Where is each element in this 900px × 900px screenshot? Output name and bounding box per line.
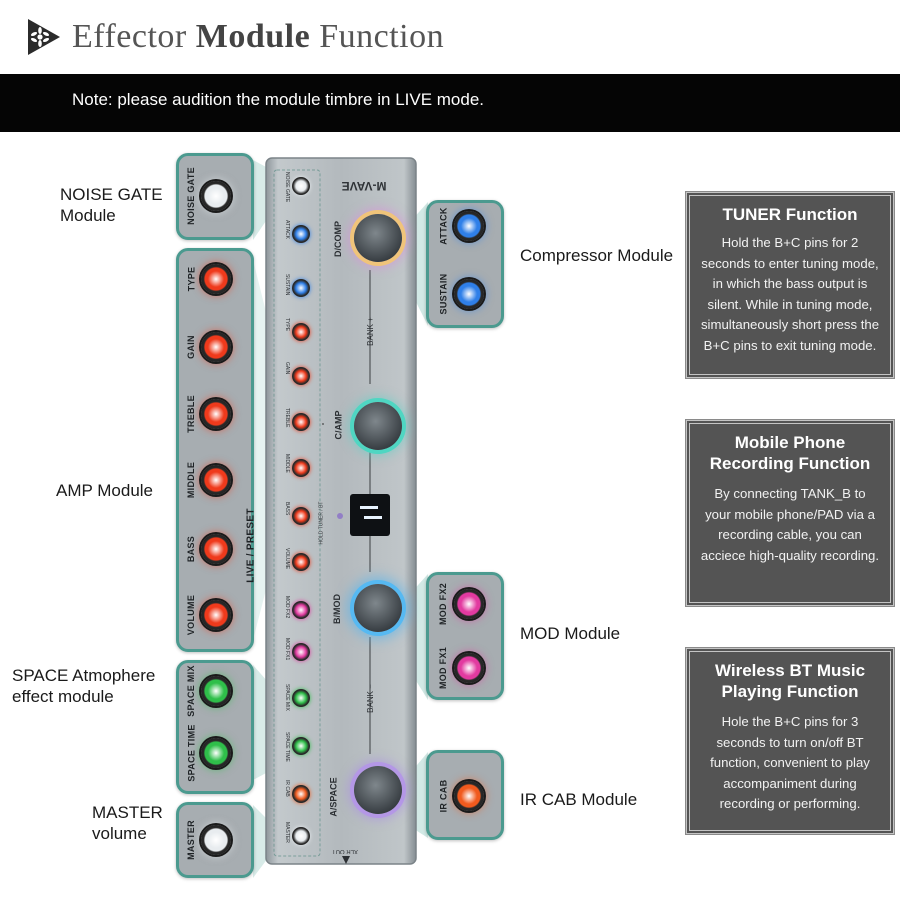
noise-gate-knob[interactable] bbox=[201, 181, 231, 211]
gain-knob[interactable] bbox=[201, 332, 231, 362]
mod-fx2-knob-label: MOD FX2 bbox=[438, 582, 449, 626]
pedal-attack-knob[interactable] bbox=[292, 225, 310, 243]
pedal-mod-fx1-label: MOD FX1 bbox=[284, 638, 290, 661]
master-knob-label: MASTER bbox=[185, 820, 196, 860]
tuner-info-body: Hold the B+C pins for 2 seconds to enter… bbox=[700, 235, 880, 353]
xlr-out-label: XLR OUT bbox=[332, 848, 359, 854]
mod-fx2-knob[interactable] bbox=[454, 589, 484, 619]
pedal-master-label: MASTER bbox=[284, 822, 290, 843]
middle-knob[interactable] bbox=[201, 465, 231, 495]
type-knob-label: TYPE bbox=[185, 266, 196, 292]
pedal-mod-fx2-label: MOD FX2 bbox=[284, 596, 290, 619]
bt-info-box: Wireless BT Music Playing Function Hole … bbox=[685, 647, 895, 835]
pedal-space-time-label: SPACE TIME bbox=[284, 732, 290, 762]
pedal-ir-cab-knob[interactable] bbox=[292, 785, 310, 803]
footswitch-c-amp[interactable] bbox=[354, 402, 402, 450]
space-mix-knob[interactable] bbox=[201, 676, 231, 706]
note-bar bbox=[0, 74, 900, 132]
bank-up-label: BANK + bbox=[365, 317, 375, 346]
space-panel bbox=[176, 660, 254, 794]
bank-down-label: BANK − bbox=[365, 684, 375, 713]
pedal-body: M-VAVE D/COMP C/AMP B/MOD A/SPACE BANK +… bbox=[262, 152, 430, 874]
pedal-middle-label: MIDDLE bbox=[284, 454, 290, 473]
pedal-mod-fx2-knob[interactable] bbox=[292, 601, 310, 619]
pedal-volume-label: VOLUME bbox=[284, 548, 290, 570]
bass-knob-label: BASS bbox=[186, 535, 197, 563]
pedal-sustain-knob[interactable] bbox=[292, 279, 310, 297]
footswitch-a-space[interactable] bbox=[354, 766, 402, 814]
mod-fx1-knob[interactable] bbox=[454, 653, 484, 683]
footswitch-b-mod[interactable] bbox=[354, 584, 402, 632]
footswitch-label-c-amp: C/AMP bbox=[333, 410, 344, 440]
pedal-bass-label: BASS bbox=[284, 502, 290, 516]
pedal-space-mix-knob[interactable] bbox=[292, 689, 310, 707]
note-text: Note: please audition the module timbre … bbox=[72, 90, 485, 109]
led-display-icon bbox=[350, 494, 390, 536]
volume-knob[interactable] bbox=[201, 600, 231, 630]
master-knob[interactable] bbox=[201, 825, 231, 855]
sustain-knob[interactable] bbox=[454, 279, 484, 309]
pedal-ir-cab-label: IR CAB bbox=[284, 780, 290, 797]
treble-knob[interactable] bbox=[201, 399, 231, 429]
pedal-treble-label: TREBLE bbox=[284, 408, 290, 428]
compressor-module-label: Compressor Module bbox=[520, 246, 674, 265]
space-time-knob-label: SPACE TIME bbox=[186, 724, 197, 782]
pedal-bass-knob[interactable] bbox=[292, 507, 310, 525]
brand-text: M-VAVE bbox=[342, 179, 387, 193]
tuner-info-box: TUNER Function Hold the B+C pins for 2 s… bbox=[685, 191, 895, 379]
middle-knob-label: MIDDLE bbox=[186, 461, 197, 499]
type-knob[interactable] bbox=[201, 264, 231, 294]
footswitch-label-a-space: A/SPACE bbox=[328, 777, 339, 817]
sustain-knob-label: SUSTAIN bbox=[437, 273, 448, 315]
footswitch-label-d-comp: D/COMP bbox=[333, 221, 343, 257]
logo-icon bbox=[28, 19, 60, 55]
pedal-type-knob[interactable] bbox=[292, 323, 310, 341]
pedal-noise-gate-label: NOISE GATE bbox=[284, 172, 290, 203]
noise-gate-knob-label: NOISE GATE bbox=[185, 167, 196, 225]
page-title: Effector Module Function bbox=[72, 18, 445, 55]
gain-knob-label: GAIN bbox=[185, 335, 196, 359]
mod-fx1-knob-label: MOD FX1 bbox=[438, 646, 449, 690]
pedal-volume-knob[interactable] bbox=[292, 553, 310, 571]
volume-knob-label: VOLUME bbox=[186, 594, 197, 636]
pedal-noise-gate-knob[interactable] bbox=[292, 177, 310, 195]
treble-knob-label: TREBLE bbox=[185, 395, 196, 433]
attack-knob[interactable] bbox=[454, 211, 484, 241]
bt-info-title: Wireless BT Music Playing Function bbox=[714, 661, 866, 701]
pedal-attack-label: ATTACK bbox=[284, 220, 290, 239]
footswitch-d-comp[interactable] bbox=[354, 214, 402, 262]
attack-knob-label: ATTACK bbox=[438, 207, 449, 245]
tuner-info-title: TUNER Function bbox=[722, 205, 858, 224]
footswitch-label-b-mod: B/MOD bbox=[332, 594, 342, 624]
amp-panel bbox=[176, 248, 254, 652]
live-preset-label: LIVE / PRESET bbox=[245, 508, 257, 583]
space-mix-knob-label: SPACE MIX bbox=[185, 665, 196, 717]
recording-info-box: Mobile Phone Recording Function By conne… bbox=[685, 419, 895, 607]
pedal-middle-knob[interactable] bbox=[292, 459, 310, 477]
bass-knob[interactable] bbox=[201, 534, 231, 564]
pedal-gain-label: GAIN bbox=[284, 362, 290, 375]
pedal-type-label: TYPE bbox=[284, 318, 290, 332]
recording-info-title: Mobile Phone Recording Function bbox=[709, 433, 871, 473]
hold-tuner-label: HOLD TUNER / BT bbox=[318, 501, 325, 545]
pedal-master-knob[interactable] bbox=[292, 827, 310, 845]
bt-info-body: Hole the B+C pins for 3 seconds to turn … bbox=[710, 714, 870, 811]
pedal-gain-knob[interactable] bbox=[292, 367, 310, 385]
pedal-sustain-label: SUSTAIN bbox=[284, 274, 290, 296]
mod-module-label: MOD Module bbox=[520, 624, 621, 643]
recording-info-body: By connecting TANK_B to your mobile phon… bbox=[700, 486, 880, 563]
ir-cab-knob[interactable] bbox=[454, 781, 484, 811]
pedal-treble-knob[interactable] bbox=[292, 413, 310, 431]
ir-cab-module-label: IR CAB Module bbox=[520, 790, 638, 809]
ir-cab-knob-label: IR CAB bbox=[437, 779, 448, 813]
amp-module-label: AMP Module bbox=[56, 481, 154, 500]
pedal-space-time-knob[interactable] bbox=[292, 737, 310, 755]
pedal-space-mix-label: SPACE MIX bbox=[284, 684, 290, 711]
pedal-mod-fx1-knob[interactable] bbox=[292, 643, 310, 661]
space-time-knob[interactable] bbox=[201, 738, 231, 768]
